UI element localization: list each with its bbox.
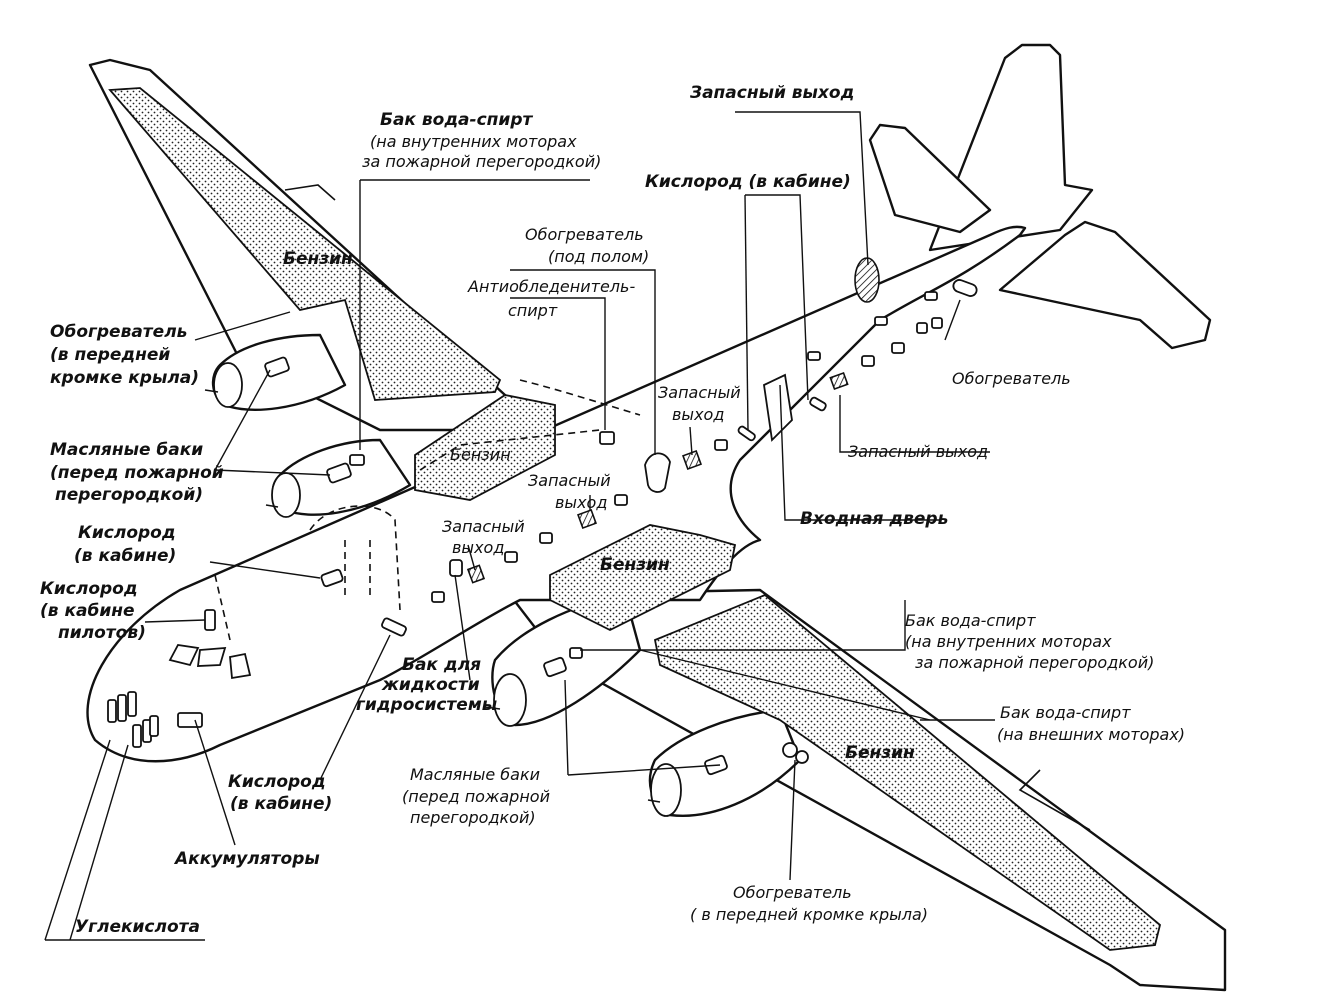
aircraft-outline bbox=[86, 43, 1227, 992]
label-hydraulic-tank-3: гидросистемы bbox=[356, 695, 497, 715]
label-oil-tanks-bottom-3: перегородкой) bbox=[410, 808, 536, 827]
fuel-tank-center-lower bbox=[549, 524, 737, 632]
label-water-alcohol-inner-top-1: Бак вода-спирт bbox=[380, 110, 533, 130]
label-emergency-exit-right: Запасный выход bbox=[848, 442, 988, 461]
label-water-alcohol-inner-bottom-1: Бак вода-спирт bbox=[905, 611, 1036, 630]
label-emergency-exit-mid-1: Запасный bbox=[658, 383, 741, 402]
label-heater-wing-left-2: (в передней bbox=[50, 345, 170, 365]
label-fuel-center: Бензин bbox=[450, 445, 511, 464]
label-hydraulic-tank-1: Бак для bbox=[402, 655, 481, 675]
label-heater-tail: Обогреватель bbox=[952, 369, 1071, 388]
leader-lines bbox=[44, 111, 995, 941]
label-hydraulic-tank-2: жидкости bbox=[381, 675, 480, 695]
label-co2: Углекислота bbox=[75, 917, 200, 937]
label-water-alcohol-outer-2: (на внешних моторах) bbox=[997, 725, 1185, 744]
label-oil-tanks-bottom-1: Масляные баки bbox=[410, 765, 540, 784]
label-oil-tanks-left-1: Масляные баки bbox=[50, 440, 203, 460]
label-heater-floor-2: (под полом) bbox=[548, 247, 649, 266]
fuel-tank-left-wing bbox=[108, 87, 502, 401]
label-batteries: Аккумуляторы bbox=[173, 849, 320, 869]
label-oxygen-pilots-3: пилотов) bbox=[58, 623, 146, 643]
internal-lines bbox=[214, 379, 641, 641]
label-fuel-center-lower: Бензин bbox=[600, 555, 670, 575]
label-water-alcohol-outer-1: Бак вода-спирт bbox=[1000, 703, 1131, 722]
horizontal-stabilizer-left bbox=[868, 123, 992, 234]
label-heater-floor-1: Обогреватель bbox=[525, 225, 644, 244]
label-oil-tanks-left-3: перегородкой) bbox=[55, 485, 203, 505]
label-emergency-exit-fuselage1-1: Запасный bbox=[528, 471, 611, 490]
label-heater-wing-left-1: Обогреватель bbox=[50, 322, 187, 342]
label-emergency-exit-mid-2: выход bbox=[672, 405, 724, 424]
label-heater-wing-right-2: ( в передней кромке крыла) bbox=[690, 905, 928, 924]
label-entry-door: Входная дверь bbox=[800, 509, 948, 529]
label-oxygen-cabin-left-2: (в кабине) bbox=[74, 546, 176, 566]
label-emergency-exit-fuselage2-2: выход bbox=[452, 538, 504, 557]
label-oxygen-cabin-top: Кислород (в кабине) bbox=[645, 172, 851, 192]
label-water-alcohol-inner-top-3: за пожарной перегородкой) bbox=[362, 152, 601, 171]
label-oil-tanks-bottom-2: (перед пожарной bbox=[402, 787, 550, 806]
label-oil-tanks-left-2: (перед пожарной bbox=[50, 463, 224, 483]
label-emergency-exit-fuselage1-2: выход bbox=[555, 493, 607, 512]
label-emergency-exit-top: Запасный выход bbox=[689, 83, 854, 103]
label-emergency-exit-fuselage2-1: Запасный bbox=[442, 517, 525, 536]
label-oxygen-cabin-bottom-2: (в кабине) bbox=[230, 794, 332, 814]
fuselage-details bbox=[107, 257, 978, 776]
label-anti-icing-1: Антиобледенитель- bbox=[467, 277, 635, 296]
label-fuel-wing-left: Бензин bbox=[283, 249, 353, 269]
horizontal-stabilizer-right bbox=[998, 220, 1212, 350]
label-water-alcohol-inner-bottom-2: (на внутренних моторах bbox=[905, 632, 1112, 651]
labels: Запасный выход Бак вода-спирт (на внутре… bbox=[40, 83, 1185, 937]
label-water-alcohol-inner-top-2: (на внутренних моторах bbox=[370, 132, 577, 151]
label-heater-wing-left-3: кромке крыла) bbox=[50, 368, 199, 388]
fuel-tank-center-upper bbox=[414, 394, 556, 501]
label-oxygen-pilots-2: (в кабине bbox=[40, 601, 135, 621]
label-anti-icing-2: спирт bbox=[508, 301, 558, 320]
label-fuel-wing-right: Бензин bbox=[845, 743, 915, 763]
label-oxygen-pilots-1: Кислород bbox=[40, 579, 138, 599]
label-oxygen-cabin-bottom-1: Кислород bbox=[228, 772, 326, 792]
label-oxygen-cabin-left-1: Кислород bbox=[78, 523, 176, 543]
label-heater-wing-right-1: Обогреватель bbox=[733, 883, 852, 902]
label-water-alcohol-inner-bottom-3: за пожарной перегородкой) bbox=[915, 653, 1154, 672]
fuselage bbox=[86, 225, 1027, 763]
